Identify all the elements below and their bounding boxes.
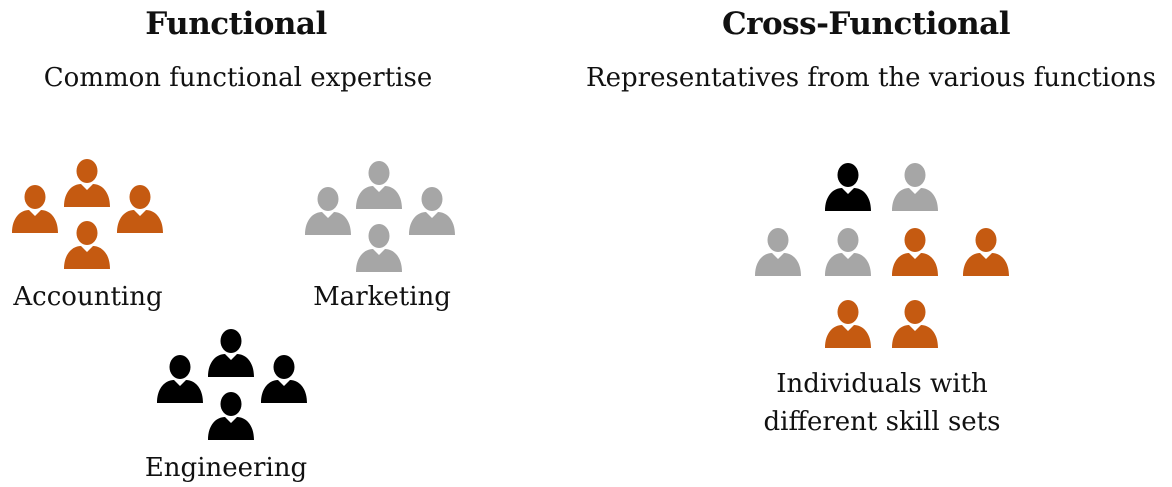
person-icon bbox=[9, 182, 61, 234]
person-icon bbox=[889, 297, 941, 349]
cross-functional-subtitle: Representatives from the various functio… bbox=[586, 63, 1156, 93]
person-icon bbox=[822, 225, 874, 277]
person-icon bbox=[205, 326, 257, 378]
group-label-engineering: Engineering bbox=[144, 453, 308, 483]
person-icon bbox=[752, 225, 804, 277]
cross-functional-title: Cross-Functional bbox=[721, 6, 1011, 42]
cross-functional-label: Individuals with different skill sets bbox=[764, 365, 1001, 441]
cross-functional-label-line1: Individuals with bbox=[776, 369, 988, 399]
functional-title: Functional bbox=[145, 6, 327, 42]
person-icon bbox=[406, 184, 458, 236]
person-icon bbox=[154, 352, 206, 404]
person-icon bbox=[302, 184, 354, 236]
cross-functional-label-line2: different skill sets bbox=[763, 407, 1001, 437]
person-icon bbox=[258, 352, 310, 404]
person-icon bbox=[353, 158, 405, 210]
group-label-accounting: Accounting bbox=[13, 282, 163, 312]
person-icon bbox=[205, 389, 257, 441]
person-icon bbox=[61, 218, 113, 270]
group-label-marketing: Marketing bbox=[313, 282, 451, 312]
person-icon bbox=[889, 160, 941, 212]
person-icon bbox=[114, 182, 166, 234]
person-icon bbox=[353, 221, 405, 273]
person-icon bbox=[822, 297, 874, 349]
person-icon bbox=[822, 160, 874, 212]
person-icon bbox=[61, 156, 113, 208]
person-icon bbox=[889, 225, 941, 277]
person-icon bbox=[960, 225, 1012, 277]
functional-subtitle: Common functional expertise bbox=[43, 63, 433, 93]
